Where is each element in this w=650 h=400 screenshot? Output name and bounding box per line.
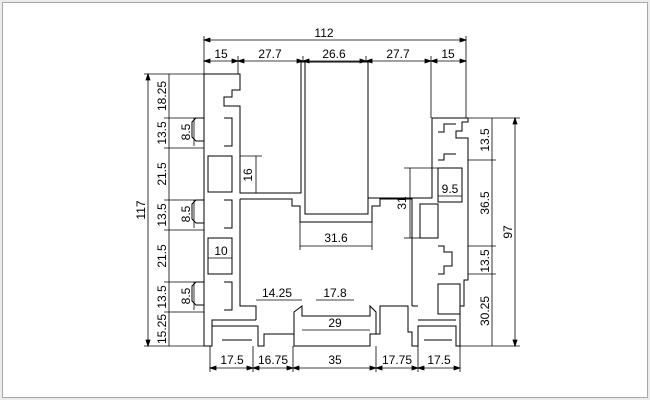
right-slot-3 (419, 203, 439, 239)
dim-left-slot-2: 8.5 (179, 205, 193, 222)
dim-small-hole-width: 10 (214, 244, 228, 258)
left-slot-3 (191, 281, 233, 312)
dim-left-7: 15.25 (155, 314, 169, 344)
dim-left-3: 21.5 (155, 162, 169, 186)
inner-cavity (239, 198, 418, 320)
dim-right-3: 13.5 (478, 249, 492, 273)
dim-top-2: 27.7 (258, 47, 282, 61)
dim-bottom-3: 35 (328, 353, 342, 367)
dim-bottom-2: 16.75 (258, 353, 288, 367)
bottom-slot-right (418, 319, 456, 341)
dim-channel-width: 31.6 (324, 231, 348, 245)
dim-bottom-5: 17.5 (427, 353, 451, 367)
right-hole-2 (437, 283, 461, 315)
top-channel (305, 61, 369, 198)
dim-left-2: 13.5 (155, 121, 169, 145)
outer-contour (203, 61, 469, 347)
dim-left-1: 18.25 (155, 81, 169, 111)
dim-right-4: 30.25 (478, 296, 492, 326)
dim-right-cavity-height: 31 (395, 196, 409, 210)
left-hole-lower (207, 237, 233, 275)
bottom-slot-left (211, 319, 256, 341)
dim-top-3: 26.6 (322, 47, 346, 61)
dim-right-slot-width: 9.5 (442, 182, 459, 196)
left-slot-2 (191, 199, 233, 230)
dim-right-2: 36.5 (478, 191, 492, 215)
left-hole-upper (207, 155, 233, 193)
profile-outline (191, 61, 469, 347)
dim-bottom-4: 17.75 (382, 353, 412, 367)
left-slot-1 (191, 117, 233, 148)
dim-top-5: 15 (441, 47, 455, 61)
dim-left-4: 13.5 (155, 203, 169, 227)
dim-bottom-1: 17.5 (220, 353, 244, 367)
right-slot-2 (438, 245, 453, 275)
dim-inner-slot-bottom: 29 (328, 316, 342, 330)
dim-left-slot-1: 8.5 (179, 123, 193, 140)
dim-inner-slot-top: 17.8 (323, 286, 347, 300)
dim-overall-height-left: 117 (134, 200, 148, 219)
dimension-lines (144, 36, 520, 372)
dim-top-4: 27.7 (386, 47, 410, 61)
dim-left-5: 21.5 (155, 244, 169, 268)
dim-inner-slot-width: 14.25 (262, 286, 292, 300)
dim-left-6: 13.5 (155, 285, 169, 309)
dim-cavity-height: 16 (241, 168, 255, 182)
dim-top-1: 15 (214, 47, 228, 61)
right-hole-1 (437, 167, 463, 203)
dim-overall-width: 112 (314, 26, 333, 40)
bottom-slot-center (293, 304, 377, 334)
dim-left-slot-3: 8.5 (179, 287, 193, 304)
dim-overall-height-right: 97 (501, 225, 515, 239)
dim-right-1: 13.5 (478, 128, 492, 152)
right-slot-1 (438, 123, 456, 161)
